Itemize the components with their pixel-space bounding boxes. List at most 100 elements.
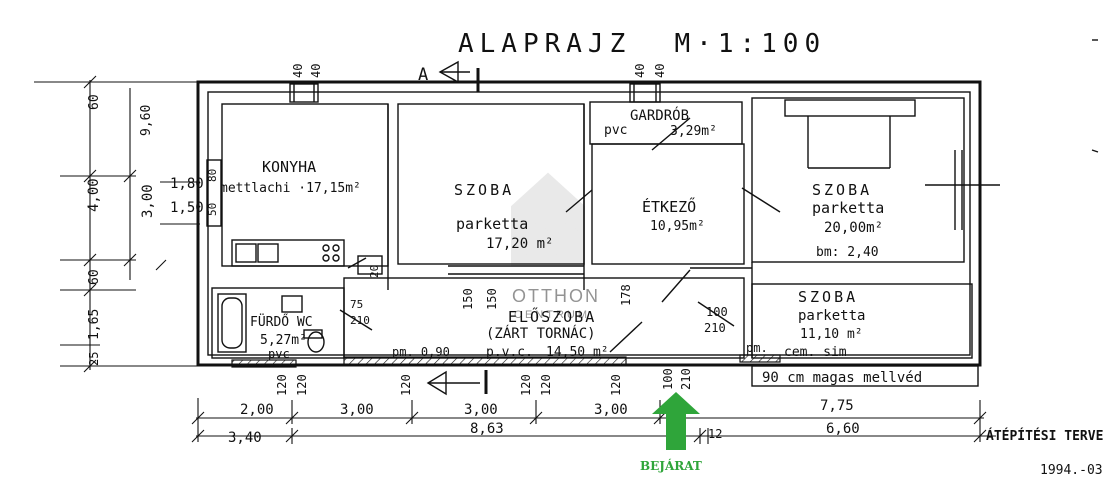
hatched-wall-front [343, 356, 627, 366]
svg-text:40: 40 [653, 64, 667, 78]
svg-text:120: 120 [399, 374, 413, 396]
svg-text:150: 150 [461, 288, 475, 310]
watermark-sub: CENTRUM [514, 309, 590, 321]
right-date: 1994.-03 [1040, 463, 1103, 478]
svg-text:5,27m²: 5,27m² [260, 333, 307, 348]
svg-text:100: 100 [661, 368, 675, 390]
svg-text:SZOBA: SZOBA [812, 181, 872, 199]
svg-text:20,00m²: 20,00m² [824, 220, 883, 236]
bath-fittings [217, 293, 325, 353]
svg-text:40: 40 [291, 64, 305, 78]
room-konyha: KONYHA mettlachi ·17,15m² [220, 158, 361, 196]
svg-text:3,00: 3,00 [464, 402, 498, 418]
section-marker-bottom [426, 370, 488, 396]
svg-text:cem. sim: cem. sim [784, 345, 847, 360]
svg-text:KONYHA: KONYHA [262, 158, 316, 176]
svg-text:SZOBA: SZOBA [454, 181, 514, 199]
svg-text:1,80: 1,80 [170, 176, 204, 192]
svg-text:20: 20 [368, 265, 381, 278]
room-szoba-1: SZOBA parketta 17,20 m² [454, 181, 553, 252]
svg-text:210: 210 [350, 314, 370, 327]
svg-text:60: 60 [87, 94, 102, 110]
svg-text:10,95m²: 10,95m² [650, 219, 705, 234]
svg-text:75: 75 [350, 298, 363, 311]
dimension-text-bottom-row1: 2,00 3,00 3,00 3,00 7,75 [240, 398, 854, 418]
margin-tick [1091, 149, 1099, 153]
svg-text:12: 12 [708, 427, 722, 441]
svg-text:p.v.c.: p.v.c. [486, 345, 533, 360]
section-label-a: A [418, 65, 428, 85]
room-etkezo: ÉTKEZŐ 10,95m² [642, 196, 705, 234]
svg-text:210: 210 [704, 321, 726, 335]
svg-text:210: 210 [679, 368, 693, 390]
svg-text:8,63: 8,63 [470, 421, 504, 437]
dimension-text-top: 40 40 40 40 [291, 64, 667, 78]
svg-text:25: 25 [87, 352, 101, 366]
dimension-lines-left [34, 75, 200, 373]
svg-text:120: 120 [539, 374, 553, 396]
dimension-text-misc: 80 50 20 75 210 150 150 178 100 210 120 … [206, 169, 728, 441]
svg-text:3,40: 3,40 [228, 430, 262, 446]
svg-text:bm: 2,40: bm: 2,40 [816, 245, 879, 260]
svg-text:14,50 m²: 14,50 m² [546, 345, 609, 360]
room-szoba-2: SZOBA parketta 20,00m² bm: 2,40 [812, 181, 884, 260]
svg-text:40: 40 [633, 64, 647, 78]
svg-text:pvc: pvc [268, 347, 290, 361]
right-title-block: ÁTÉPÍTÉSI TERVEZ [986, 428, 1104, 444]
dimension-lines-bottom [191, 398, 996, 444]
svg-text:50: 50 [206, 203, 219, 216]
svg-text:178: 178 [619, 284, 633, 306]
kitchen-fittings [206, 159, 383, 275]
chimney-marks [289, 83, 661, 103]
svg-text:SZOBA: SZOBA [798, 288, 858, 306]
svg-text:6,60: 6,60 [826, 421, 860, 437]
svg-text:3,29m²: 3,29m² [670, 124, 717, 139]
door-swings [339, 117, 781, 353]
svg-text:GARDRÓB: GARDRÓB [630, 106, 689, 124]
section-marker-top [438, 60, 480, 92]
dimension-text-bottom-row2: 3,40 8,63 6,60 [228, 421, 860, 446]
svg-text:ELŐSZOBA: ELŐSZOBA [508, 306, 596, 326]
room-gardrob: GARDRÓB pvc 3,29m² [604, 106, 717, 139]
watermark-logo: OTTHON CENTRUM [511, 172, 600, 321]
svg-text:17,20 m²: 17,20 m² [486, 236, 553, 252]
svg-text:1,50: 1,50 [170, 200, 204, 216]
svg-text:pvc: pvc [604, 123, 627, 138]
svg-text:ÉTKEZŐ: ÉTKEZŐ [642, 196, 696, 216]
inner-outline [207, 91, 971, 356]
svg-text:120: 120 [609, 374, 623, 396]
svg-text:FÜRDŐ WC: FÜRDŐ WC [250, 313, 313, 330]
svg-text:3,00: 3,00 [140, 184, 156, 218]
room-eloszoba: ELŐSZOBA (ZÁRT TORNÁC) p.v.c. 14,50 m² [486, 306, 609, 360]
svg-text:parketta: parketta [812, 199, 884, 217]
svg-text:4,00: 4,00 [86, 178, 102, 212]
entrance-arrow-icon [652, 392, 700, 450]
svg-text:100: 100 [706, 305, 728, 319]
svg-text:11,10 m²: 11,10 m² [800, 327, 863, 342]
svg-text:(ZÁRT TORNÁC): (ZÁRT TORNÁC) [486, 325, 596, 342]
svg-text:40: 40 [309, 64, 323, 78]
svg-text:120: 120 [275, 374, 289, 396]
room-furdo: FÜRDŐ WC 5,27m² pvc [250, 313, 313, 361]
parapet-label: 90 cm magas mellvéd [762, 370, 922, 386]
svg-text:3,00: 3,00 [594, 402, 628, 418]
hatched-wall-left [231, 359, 297, 368]
svg-text:120: 120 [295, 374, 309, 396]
svg-text:120: 120 [519, 374, 533, 396]
pm-note-2: pm. [746, 341, 768, 355]
pm-note-1: pm. 0,90 [392, 345, 450, 359]
svg-text:60: 60 [87, 269, 102, 285]
svg-text:mettlachi ·17,15m²: mettlachi ·17,15m² [220, 181, 361, 196]
svg-text:3,00: 3,00 [340, 402, 374, 418]
svg-text:7,75: 7,75 [820, 398, 854, 414]
svg-text:9,60: 9,60 [139, 105, 154, 136]
room-szoba-3: SZOBA parketta 11,10 m² cem. sim [784, 288, 865, 360]
hatched-wall-right [739, 354, 781, 363]
svg-text:parketta: parketta [798, 308, 865, 324]
parapet-box [751, 365, 979, 387]
svg-text:parketta: parketta [456, 215, 528, 233]
entrance-label: BEJÁRAT [640, 458, 702, 473]
watermark-brand: OTTHON [512, 286, 600, 306]
svg-text:1,65: 1,65 [87, 309, 102, 340]
